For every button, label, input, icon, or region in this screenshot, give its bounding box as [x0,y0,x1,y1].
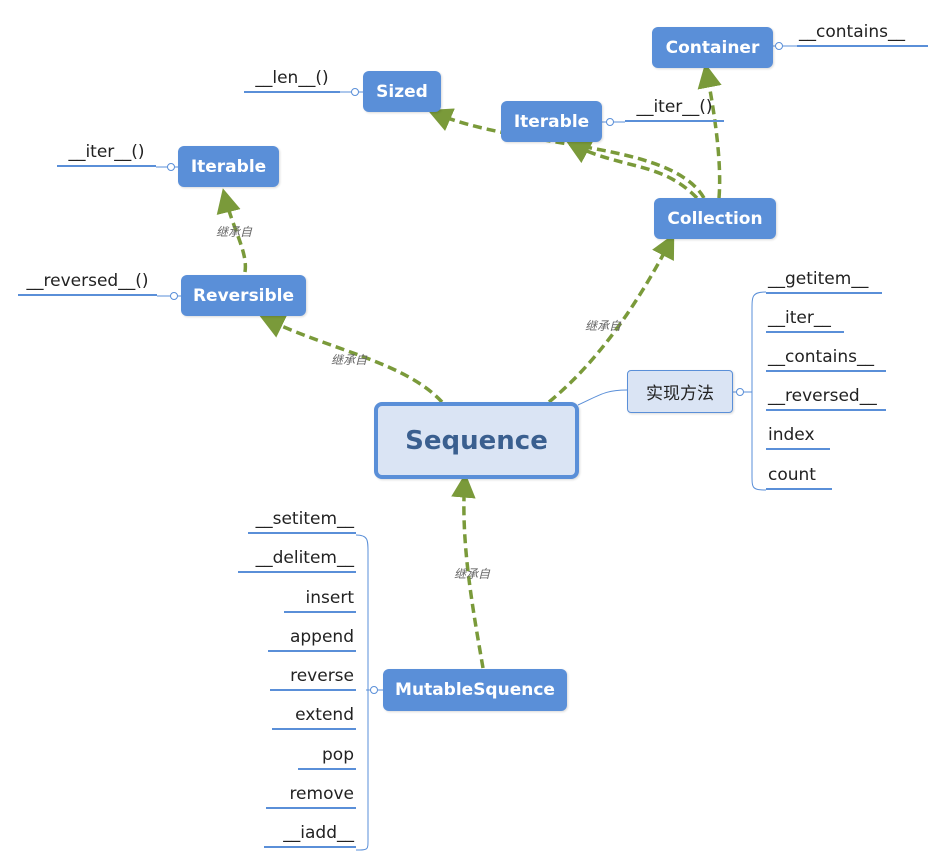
mutable-leaf-iadd: __iadd__ [264,822,356,848]
iterable-left-leaf: __iter__() [57,141,156,167]
mutable-leaf-extend: extend [272,704,356,730]
iterable-left-node[interactable]: Iterable [178,146,279,187]
iterable-right-leaf: __iter__() [625,96,724,122]
sequence-node[interactable]: Sequence [374,402,579,479]
mutable-leaf-setitem: __setitem__ [248,508,356,534]
sized-node[interactable]: Sized [363,71,441,112]
mutable-leaf-pop: pop [298,744,356,770]
mutable-leaf-append: append [268,626,356,652]
mutable-leaf-insert: insert [284,587,356,613]
iterable-right-node[interactable]: Iterable [501,101,602,142]
mutable-leaf-reverse: reverse [270,665,356,691]
reversible-node[interactable]: Reversible [181,275,306,316]
impl-leaf-index: index [766,424,830,450]
impl-leaf-count: count [766,464,832,490]
collection-node[interactable]: Collection [654,198,776,239]
impl-methods-node[interactable]: 实现方法 [627,370,733,413]
edge-label-sequence-reversible: 继承自 [331,353,368,367]
container-node[interactable]: Container [652,27,773,68]
impl-leaf-getitem: __getitem__ [766,268,882,294]
impl-leaf-iter: __iter__ [766,307,844,333]
mutable-sequence-node[interactable]: MutableSquence [383,669,567,711]
edge-label-sequence-collection: 继承自 [585,319,622,333]
container-leaf: __contains__ [797,21,928,47]
reversible-leaf: __reversed__() [18,270,157,296]
edge-label-mutable-sequence: 继承自 [454,567,491,581]
mutable-leaf-delitem: __delitem__ [238,547,356,573]
impl-leaf-reversed: __reversed__ [766,385,886,411]
mutable-leaf-remove: remove [266,783,356,809]
impl-leaf-contains: __contains__ [766,346,886,372]
sized-leaf: __len__() [244,67,340,93]
edge-label-reversible-iterable: 继承自 [216,225,253,239]
